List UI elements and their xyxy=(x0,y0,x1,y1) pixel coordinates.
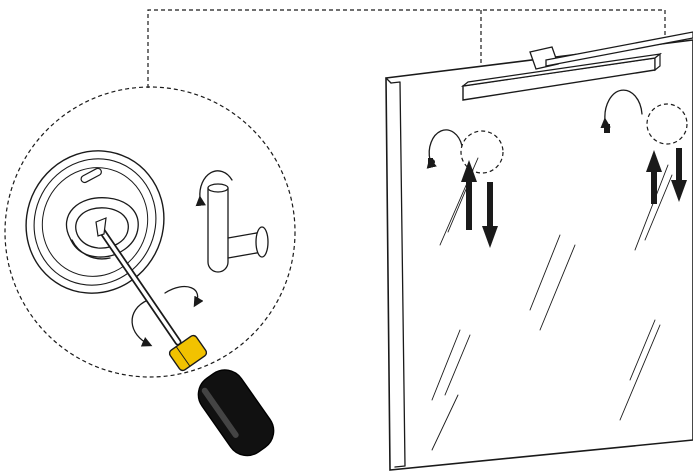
right-pull-down-arrow-icon xyxy=(671,148,687,202)
left-bracket-detail-circle xyxy=(460,130,504,174)
left-pull-down-arrow-icon xyxy=(482,182,498,248)
wall-bracket-icon xyxy=(25,150,165,294)
right-wall-hook-icon xyxy=(600,89,643,133)
screwdriver-icon xyxy=(95,217,275,457)
right-bracket-detail-circle xyxy=(646,103,688,145)
rotation-arrow-icon xyxy=(131,285,204,347)
right-push-up-arrow-icon xyxy=(646,150,662,204)
left-wall-hook-icon xyxy=(426,129,463,169)
light-bar xyxy=(460,31,693,101)
wall-hook-icon xyxy=(195,170,269,273)
detail-magnifier-circle xyxy=(4,86,296,378)
left-push-up-arrow-icon xyxy=(461,160,477,230)
mirror-panel xyxy=(385,39,693,471)
